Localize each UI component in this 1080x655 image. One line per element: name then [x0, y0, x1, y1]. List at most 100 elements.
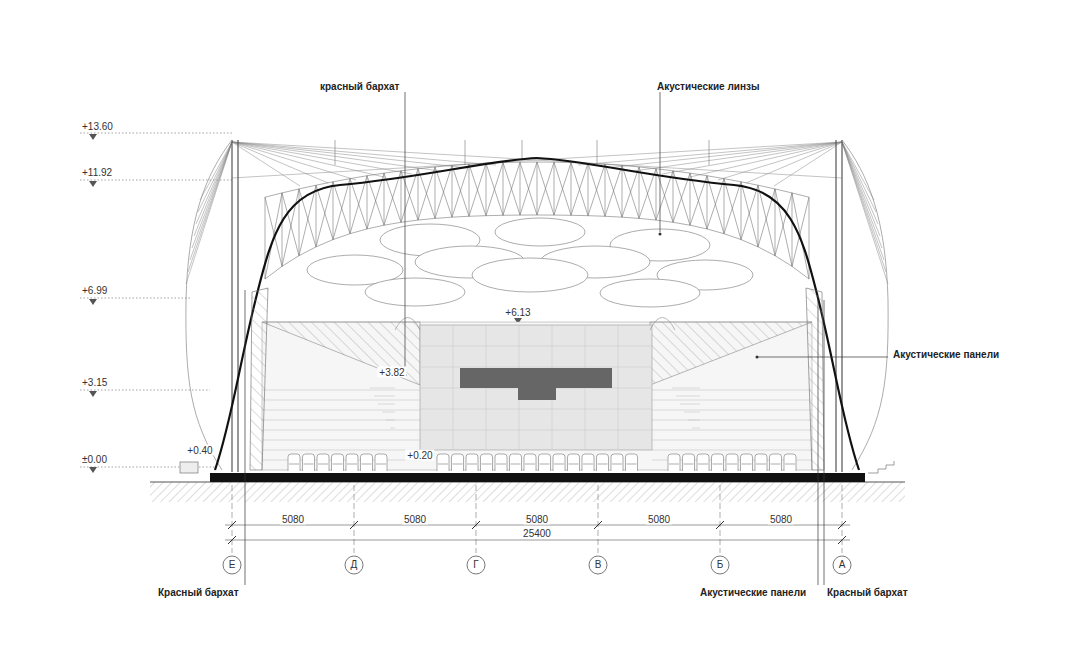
callout: Акустические панели — [893, 349, 999, 360]
stage-wall — [420, 325, 652, 450]
stroke — [594, 521, 602, 529]
axis-marker: В — [588, 555, 608, 575]
stroke — [652, 390, 812, 391]
stroke — [724, 182, 741, 234]
stroke — [374, 396, 395, 397]
stroke — [634, 142, 842, 171]
stroke — [435, 165, 452, 167]
acoustic-panel — [650, 322, 812, 385]
seat — [784, 454, 796, 471]
seat — [668, 454, 680, 471]
stroke — [597, 140, 598, 165]
level-mark: +11.92 — [80, 167, 114, 178]
seat — [597, 454, 609, 471]
stroke — [333, 234, 350, 240]
stroke — [350, 229, 367, 234]
leader-dots — [404, 233, 759, 377]
seat — [741, 454, 753, 471]
stroke — [724, 179, 741, 240]
stroke — [418, 218, 435, 220]
stroke — [741, 182, 742, 240]
dimension: 25400 — [521, 528, 553, 539]
stroke — [486, 163, 503, 215]
stroke — [367, 176, 368, 229]
stroke — [792, 193, 793, 266]
seat — [582, 454, 594, 471]
stroke — [420, 409, 652, 410]
stroke — [350, 521, 358, 529]
axis-circle-outline — [833, 556, 851, 574]
stroke — [588, 164, 605, 215]
stroke — [652, 410, 812, 411]
seat — [712, 454, 724, 471]
stroke — [196, 142, 232, 224]
seat — [466, 454, 478, 471]
stroke — [720, 485, 721, 553]
stroke — [390, 428, 395, 429]
stroke — [418, 169, 419, 220]
stroke — [194, 142, 232, 236]
ground-hatch — [150, 482, 905, 502]
axis-marker: Д — [344, 555, 364, 575]
stroke — [716, 521, 724, 529]
level-mark: +3.15 — [80, 377, 109, 388]
stroke — [382, 412, 395, 413]
stroke — [265, 193, 282, 197]
stroke — [842, 485, 843, 553]
stroke — [262, 390, 420, 391]
stroke — [503, 163, 504, 216]
stroke — [741, 182, 758, 247]
stroke — [476, 485, 477, 553]
stroke — [503, 163, 520, 216]
stroke — [520, 162, 521, 215]
stroke — [190, 142, 232, 260]
stroke — [333, 182, 350, 234]
stroke — [792, 266, 809, 279]
stroke — [188, 142, 232, 272]
stroke — [554, 162, 555, 215]
seat — [726, 454, 738, 471]
stage-screen — [460, 368, 612, 400]
stage-grid — [420, 325, 652, 450]
stroke — [262, 430, 420, 431]
stroke — [503, 162, 520, 215]
stroke — [228, 536, 236, 544]
stroke — [367, 173, 384, 176]
stroke — [333, 179, 350, 240]
stroke — [350, 179, 351, 234]
stroke — [299, 185, 316, 189]
stroke — [724, 179, 725, 234]
stroke — [605, 216, 622, 218]
stroke — [299, 189, 316, 247]
stroke — [503, 215, 520, 216]
stroke — [228, 521, 236, 529]
stroke — [420, 346, 652, 347]
stroke — [554, 162, 571, 215]
stroke — [842, 142, 876, 212]
seat — [332, 454, 344, 471]
stroke — [652, 440, 812, 441]
seat — [524, 454, 536, 471]
stroke — [452, 165, 453, 217]
level-mark: +6.99 — [80, 285, 109, 296]
stroke — [707, 179, 724, 229]
stroke — [842, 142, 880, 236]
stroke — [232, 142, 468, 168]
stroke — [262, 420, 420, 421]
stroke — [265, 266, 282, 279]
stroke — [520, 162, 537, 163]
stroke — [707, 229, 724, 234]
stroke — [639, 218, 656, 220]
axis-letter: А — [832, 555, 852, 575]
seat — [288, 454, 300, 471]
stroke — [384, 171, 401, 173]
axis-circle-outline — [711, 556, 729, 574]
level-mark: +0.20 — [405, 450, 434, 461]
stroke — [622, 165, 639, 218]
stroke — [186, 142, 232, 284]
stroke — [741, 182, 758, 185]
seat — [755, 454, 767, 471]
stroke — [842, 142, 884, 260]
seat — [481, 454, 493, 471]
